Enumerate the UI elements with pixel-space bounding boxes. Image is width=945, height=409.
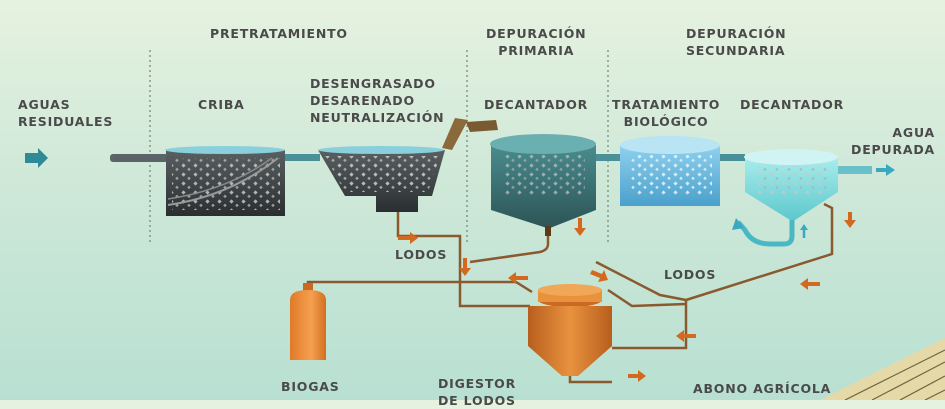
water-pipe xyxy=(595,154,621,161)
degreasing-tank xyxy=(318,118,498,212)
biological-tank xyxy=(620,136,720,206)
label-sludge-1: LODOS xyxy=(395,247,448,262)
section-primary: DEPURACIÓN PRIMARIA xyxy=(486,25,586,59)
label-outlet-line-2: DEPURADA xyxy=(851,142,935,157)
label-biological-line-1: TRATAMIENTO xyxy=(612,97,721,112)
section-secondary: DEPURACIÓN SECUNDARIA xyxy=(686,25,786,59)
outlet-arrow xyxy=(876,164,895,176)
section-secondary-line-1: DEPURACIÓN xyxy=(686,26,787,41)
section-primary-line-2: PRIMARIA xyxy=(498,43,575,58)
section-primary-line-1: DEPURACIÓN xyxy=(486,26,587,41)
section-secondary-line-2: SECUNDARIA xyxy=(686,43,786,58)
label-biological-line-2: BIOLÓGICO xyxy=(623,114,709,129)
screen-tank xyxy=(165,146,285,216)
label-degreasing: DESENGRASADO DESARENADO NEUTRALIZACIÓN xyxy=(310,75,444,126)
outlet-pipe xyxy=(838,166,872,174)
label-digester-line-1: DIGESTOR xyxy=(438,376,517,391)
label-degreasing-line-1: DESENGRASADO xyxy=(310,76,436,91)
sludge-digester xyxy=(528,284,612,376)
agricultural-field xyxy=(820,338,945,400)
sludge-pipes xyxy=(306,202,834,384)
primary-decanter xyxy=(490,134,596,236)
label-biological: TRATAMIENTO BIOLÓGICO xyxy=(612,96,720,130)
label-decanter-secondary: DECANTADOR xyxy=(740,97,845,112)
label-digester-line-2: DE LODOS xyxy=(438,393,516,408)
biogas-tank xyxy=(290,283,326,360)
label-digester: DIGESTOR DE LODOS xyxy=(438,375,516,409)
sludge-arrows xyxy=(398,212,856,382)
label-inlet-line-2: RESIDUALES xyxy=(18,114,114,129)
label-degreasing-line-2: DESARENADO xyxy=(310,93,415,108)
label-biogas: BIOGAS xyxy=(281,379,340,394)
inlet-arrow xyxy=(25,148,48,168)
label-outlet: AGUA DEPURADA xyxy=(851,124,935,158)
secondary-decanter xyxy=(732,149,838,247)
label-fertilizer: ABONO AGRÍCOLA xyxy=(693,381,832,396)
water-pipe xyxy=(282,154,320,161)
treatment-plant-diagram xyxy=(25,50,945,400)
section-pretreatment: PRETRATAMIENTO xyxy=(210,26,348,41)
label-inlet-line-1: AGUAS xyxy=(18,97,71,112)
label-sludge-2: LODOS xyxy=(664,267,717,282)
inlet-pipe xyxy=(110,154,168,162)
label-degreasing-line-3: NEUTRALIZACIÓN xyxy=(310,110,445,125)
label-inlet: AGUAS RESIDUALES xyxy=(18,96,113,130)
water-pipe xyxy=(719,154,745,161)
label-decanter-primary: DECANTADOR xyxy=(484,97,589,112)
label-outlet-line-1: AGUA xyxy=(892,125,935,140)
label-screen: CRIBA xyxy=(198,97,245,112)
